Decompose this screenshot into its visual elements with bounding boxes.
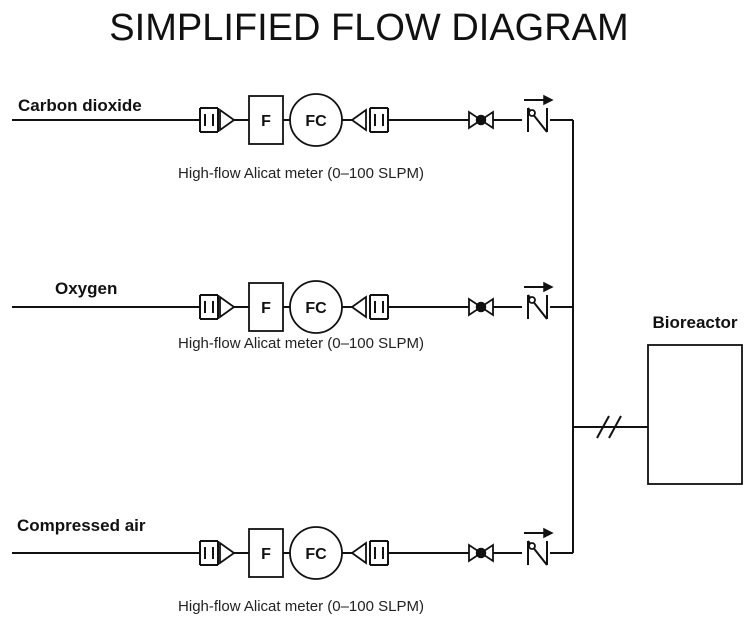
ball-valve-icon xyxy=(468,110,494,130)
flow-controller-label: FC xyxy=(305,113,327,130)
filter-box xyxy=(248,528,284,578)
pipe-fitting-right xyxy=(369,540,389,566)
gas-label: Carbon dioxide xyxy=(18,96,142,115)
bioreactor-vessel xyxy=(647,344,743,485)
reducer-icon xyxy=(219,295,236,319)
pipe-fitting-left xyxy=(199,294,219,320)
ball-valve-icon xyxy=(468,297,494,317)
gas-label: Oxygen xyxy=(55,279,117,298)
check-valve-icon xyxy=(522,94,554,133)
reducer-icon xyxy=(350,295,367,319)
pipe-fitting-left xyxy=(199,540,219,566)
ball-valve-icon xyxy=(468,543,494,563)
reducer-icon xyxy=(350,108,367,132)
meter-caption: High-flow Alicat meter (0–100 SLPM) xyxy=(178,335,424,352)
filter-box xyxy=(248,95,284,145)
reducer-icon xyxy=(350,541,367,565)
meter-caption: High-flow Alicat meter (0–100 SLPM) xyxy=(178,598,424,615)
filter-label: F xyxy=(261,113,271,130)
reducer-icon xyxy=(219,108,236,132)
filter-box xyxy=(248,282,284,332)
break-symbol xyxy=(596,415,622,439)
check-valve-icon xyxy=(522,527,554,566)
pipe-fitting-right xyxy=(369,107,389,133)
gas-label: Compressed air xyxy=(17,516,146,535)
bioreactor-label: Bioreactor xyxy=(652,313,737,332)
flow-controller-label: FC xyxy=(305,300,327,317)
diagram-title: SIMPLIFIED FLOW DIAGRAM xyxy=(109,7,628,49)
filter-label: F xyxy=(261,546,271,563)
reducer-icon xyxy=(219,541,236,565)
pipe-fitting-left xyxy=(199,107,219,133)
filter-label: F xyxy=(261,300,271,317)
pipe-fitting-right xyxy=(369,294,389,320)
flow-controller-label: FC xyxy=(305,546,327,563)
check-valve-icon xyxy=(522,281,554,320)
flow-controller-circle xyxy=(289,280,343,334)
flow-controller-circle xyxy=(289,526,343,580)
meter-caption: High-flow Alicat meter (0–100 SLPM) xyxy=(178,165,424,182)
flow-controller-circle xyxy=(289,93,343,147)
